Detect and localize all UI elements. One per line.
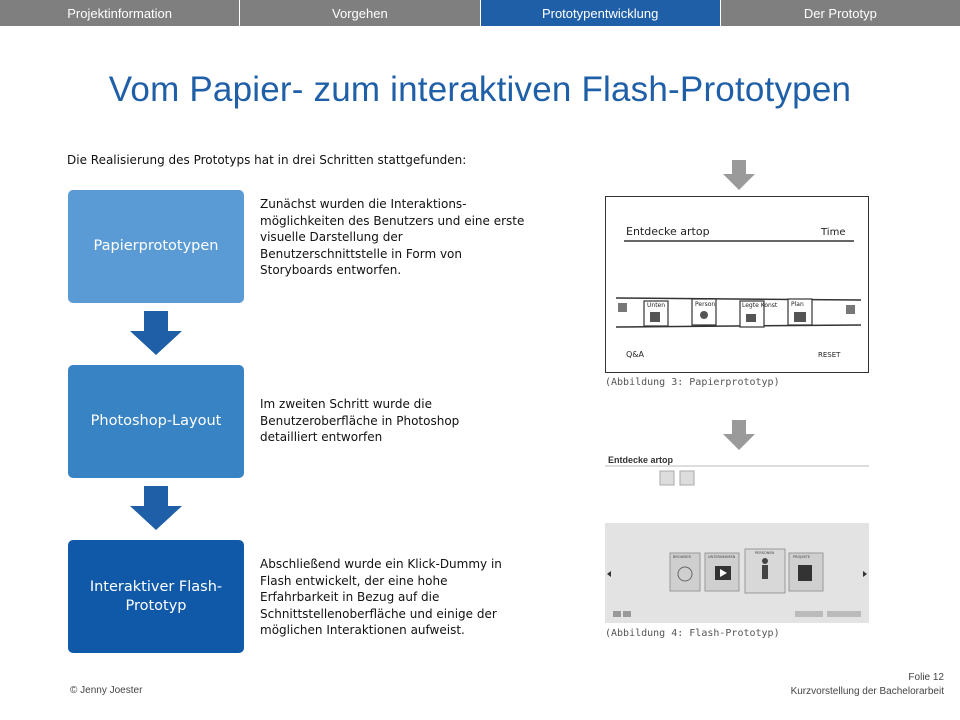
step-photoshop-layout: Photoshop-Layout	[68, 365, 244, 478]
figure-caption: (Abbildung 3: Papierprototyp)	[605, 377, 780, 388]
tab-der-prototyp[interactable]: Der Prototyp	[720, 0, 960, 26]
flash-card-label: PERSONEN	[755, 551, 775, 555]
footer-copyright: © Jenny Joester	[70, 685, 143, 696]
tab-prototypentwicklung[interactable]: Prototypentwicklung	[480, 0, 721, 26]
paper-prototype-image: Entdecke artop Time Unten Person Legte K…	[605, 196, 869, 373]
flash-card-label: PROJEKTE	[793, 555, 810, 559]
figure-caption: (Abbildung 4: Flash-Prototyp)	[605, 628, 780, 639]
down-arrow-icon	[130, 311, 182, 355]
step-label: Interaktiver Flash-Prototyp	[89, 578, 223, 614]
flash-prototype-image: Entdecke artop BROWSER UNTERNEHMEN PERSO…	[605, 453, 869, 623]
step-label: Photoshop-Layout	[90, 413, 222, 429]
step-papierprototypen: Papierprototypen	[68, 190, 244, 303]
flash-header-text: Entdecke artop	[608, 455, 674, 465]
sketch-card-label: Plan	[791, 301, 804, 308]
sketch-card-label: Legte Konst	[742, 302, 778, 309]
sketch-card-label: Unten	[647, 302, 665, 309]
slide-title: Vom Papier- zum interaktiven Flash-Proto…	[108, 70, 852, 109]
tab-projektinformation[interactable]: Projektinformation	[0, 0, 241, 26]
step-description: Zunächst wurden die Interaktions-möglich…	[260, 197, 525, 277]
footer-subtitle: Kurzvorstellung der Bachelorarbeit	[790, 686, 944, 697]
step-description: Abschließend wurde ein Klick-Dummy in Fl…	[260, 557, 502, 637]
step-label: Papierprototypen	[93, 238, 219, 254]
intro-text: Die Realisierung des Prototyps hat in dr…	[67, 153, 467, 167]
sketch-footer-left: Q&A	[626, 350, 645, 359]
slide-number: Folie 12	[908, 672, 944, 683]
down-arrow-icon	[130, 486, 182, 530]
top-navigation: Projektinformation Vorgehen Prototypentw…	[0, 0, 960, 26]
footer-info: Folie 12 Kurzvorstellung der Bachelorarb…	[791, 671, 944, 699]
sketch-header-right: Time	[820, 227, 845, 238]
down-arrow-icon	[723, 160, 755, 190]
down-arrow-icon	[723, 420, 755, 450]
tab-vorgehen[interactable]: Vorgehen	[240, 0, 481, 26]
sketch-footer-right: RESET	[818, 351, 841, 359]
flash-card-label: UNTERNEHMEN	[708, 555, 736, 559]
sketch-card-label: Person	[695, 301, 715, 308]
sketch-header-text: Entdecke artop	[626, 225, 710, 238]
flash-card-label: BROWSER	[673, 555, 691, 559]
step-description: Im zweiten Schritt wurde die Benutzerobe…	[260, 397, 460, 444]
step-flash-prototyp: Interaktiver Flash-Prototyp	[68, 540, 244, 653]
